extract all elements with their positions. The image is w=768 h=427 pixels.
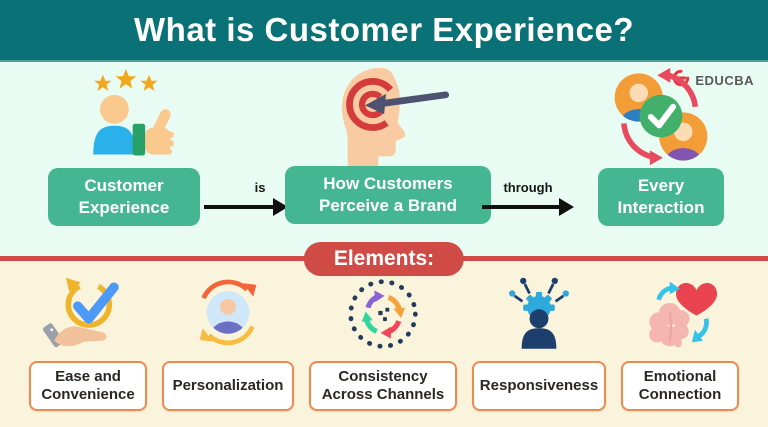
brand-name: EDUCBA xyxy=(695,73,754,88)
element-personalization: Personalization xyxy=(162,271,294,411)
elements-section: Ease and Convenience Personalization xyxy=(0,261,768,427)
header-banner: What is Customer Experience? xyxy=(0,0,768,62)
responsive-person-icon xyxy=(493,271,585,357)
element-label: Emotional Connection xyxy=(621,361,739,411)
connector-label: through xyxy=(503,180,553,195)
right-arrow-icon xyxy=(204,198,288,216)
connector-label: is xyxy=(254,180,266,195)
flow-node-every-interaction: Every Interaction xyxy=(580,66,742,226)
brand-perception-icon xyxy=(324,66,452,166)
flow-node-customer-experience: Customer Experience xyxy=(38,68,210,226)
personalization-cycle-icon xyxy=(182,271,274,357)
dotted-cycle-icon xyxy=(339,271,427,357)
flow-section: EDUCBA xyxy=(0,62,768,256)
element-label: Responsiveness xyxy=(472,361,606,411)
element-label: Ease and Convenience xyxy=(29,361,147,411)
element-responsiveness: Responsiveness xyxy=(472,271,606,411)
element-emotional-connection: Emotional Connection xyxy=(621,271,739,411)
element-ease-and-convenience: Ease and Convenience xyxy=(29,271,147,411)
elements-heading: Elements: xyxy=(303,241,465,276)
element-consistency-across-channels: Consistency Across Channels xyxy=(309,271,457,411)
page-title: What is Customer Experience? xyxy=(134,11,634,48)
flow-node-brand-perception: How Customers Perceive a Brand xyxy=(282,66,494,224)
flow-node-label: Customer Experience xyxy=(48,168,200,226)
flow-node-label: How Customers Perceive a Brand xyxy=(285,166,491,224)
connector-through: through xyxy=(482,180,574,216)
right-arrow-icon xyxy=(482,198,574,216)
brain-heart-icon xyxy=(632,271,728,357)
flow-node-label: Every Interaction xyxy=(598,168,724,226)
satisfied-customer-icon xyxy=(64,68,184,168)
interaction-cycle-icon xyxy=(600,66,722,168)
element-label: Personalization xyxy=(162,361,294,411)
elements-divider: Elements: xyxy=(0,241,768,276)
hand-check-icon xyxy=(40,271,136,357)
connector-is: is xyxy=(204,180,288,216)
element-label: Consistency Across Channels xyxy=(309,361,457,411)
